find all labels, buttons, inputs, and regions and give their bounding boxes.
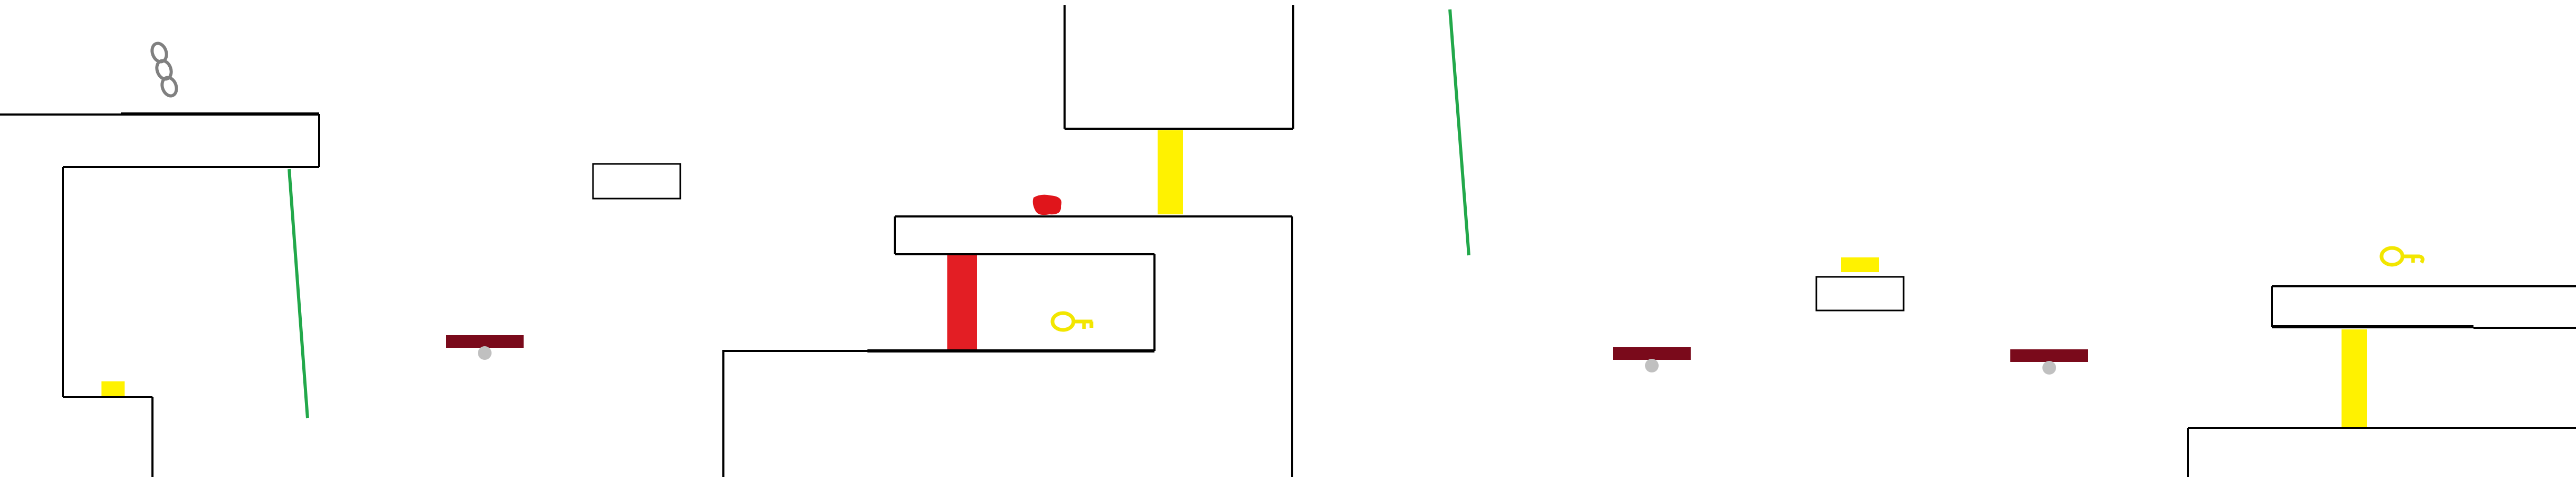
floating-block — [592, 163, 681, 200]
yellow-switch[interactable] — [101, 381, 125, 396]
top-left-ledge — [0, 112, 320, 168]
left-wall-platform — [62, 167, 154, 477]
red-item-icon[interactable] — [1033, 194, 1062, 215]
spring-pad[interactable] — [2010, 349, 2088, 375]
ceiling-box — [1064, 5, 1294, 130]
spring-pad[interactable] — [1613, 347, 1691, 372]
vine-line[interactable] — [288, 169, 309, 419]
lower-middle-platform — [722, 349, 1154, 477]
yellow-gate — [1158, 130, 1183, 214]
red-gate — [947, 255, 977, 350]
spring-pad[interactable] — [446, 335, 524, 360]
upper-platform — [894, 215, 1293, 477]
right-ledge — [2271, 285, 2576, 329]
key-icon[interactable] — [2379, 246, 2425, 267]
yellow-gate — [2342, 329, 2367, 427]
chain-icon[interactable] — [150, 42, 179, 98]
small-floating-platform — [1815, 276, 1905, 312]
bottom-right-platform — [2187, 427, 2576, 477]
key-icon[interactable] — [1050, 311, 1093, 332]
vine-line[interactable] — [1448, 9, 1470, 256]
yellow-switch[interactable] — [1841, 257, 1879, 272]
